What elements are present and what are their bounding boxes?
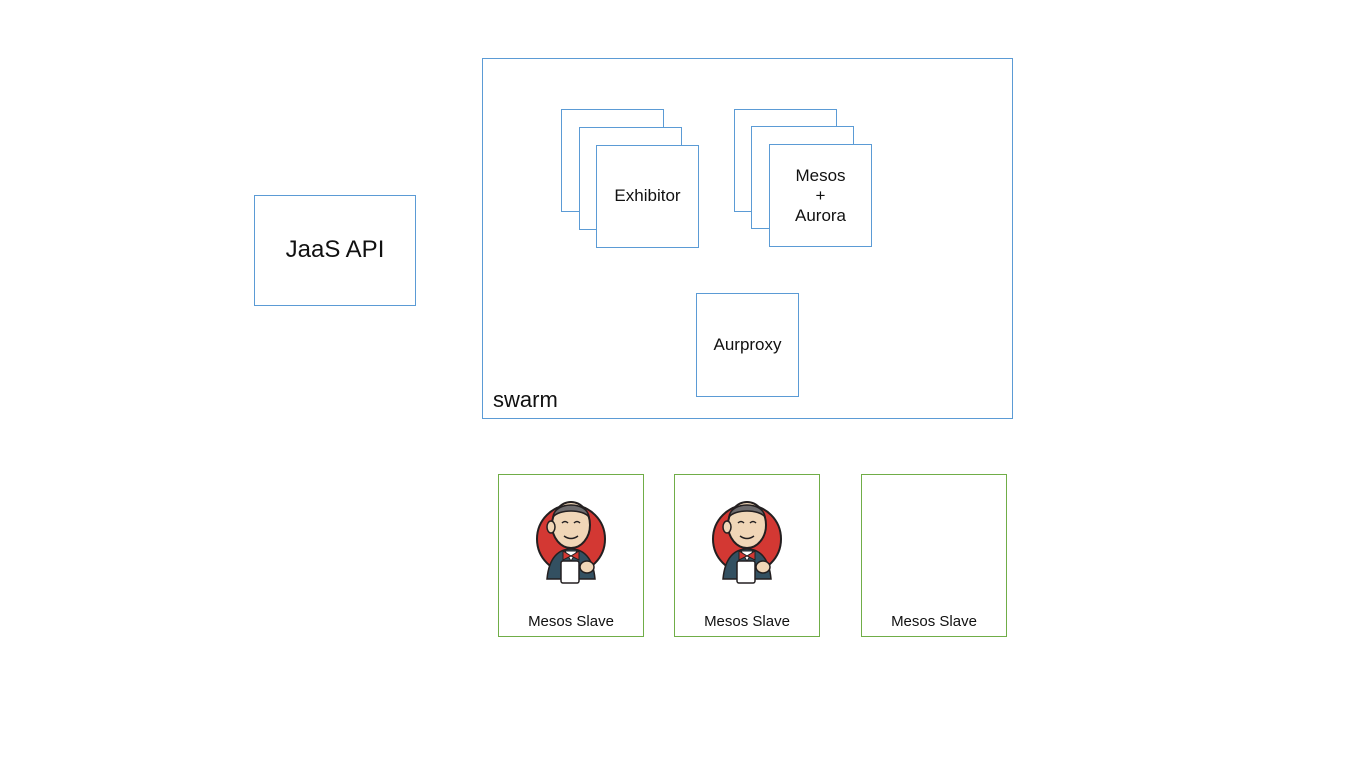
exhibitor-box: Exhibitor xyxy=(596,145,699,248)
mesos-aurora-line-3: Aurora xyxy=(794,205,847,225)
mesos-slave-label-3: Mesos Slave xyxy=(891,613,977,630)
swarm-label: swarm xyxy=(493,387,558,412)
mesos-aurora-box: Mesos + Aurora xyxy=(769,144,872,247)
mesos-aurora-label: Mesos + Aurora xyxy=(770,145,871,246)
aurproxy-box: Aurproxy xyxy=(696,293,799,397)
mesos-slave-box-1: Mesos Slave xyxy=(498,474,644,637)
exhibitor-label: Exhibitor xyxy=(614,186,681,206)
jaas-api-box: JaaS API xyxy=(254,195,416,306)
mesos-aurora-line-2: + xyxy=(815,185,826,205)
mesos-slave-box-3: Mesos Slave xyxy=(861,474,1007,637)
mesos-slave-label-2: Mesos Slave xyxy=(704,613,790,630)
mesos-slave-box-2: Mesos Slave xyxy=(674,474,820,637)
jaas-api-label: JaaS API xyxy=(285,236,385,264)
jenkins-butler-icon xyxy=(712,501,782,584)
jenkins-butler-icon xyxy=(536,501,606,584)
mesos-slave-label-1: Mesos Slave xyxy=(528,613,614,630)
mesos-aurora-line-1: Mesos xyxy=(795,165,846,185)
aurproxy-label: Aurproxy xyxy=(713,334,782,354)
